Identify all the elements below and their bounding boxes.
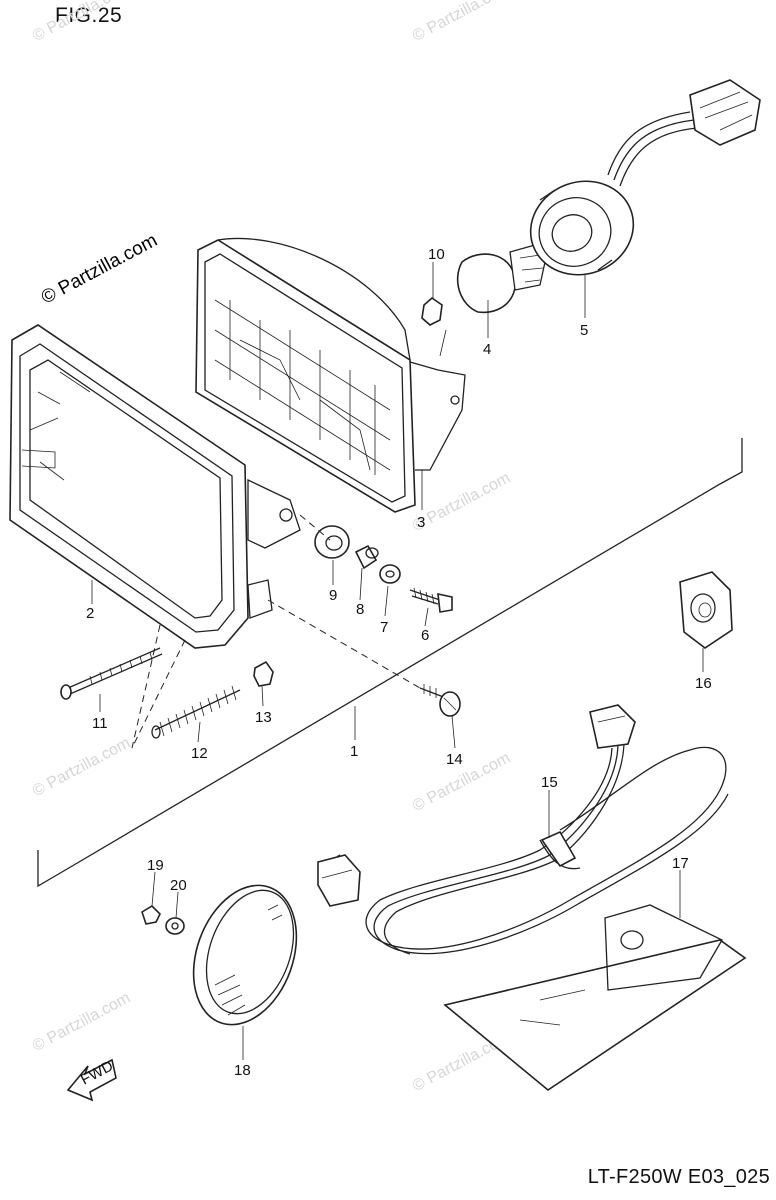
part-number: 20 <box>170 877 187 894</box>
part-number: 8 <box>356 601 364 618</box>
part-number: 16 <box>695 675 712 692</box>
part-number: 9 <box>329 587 337 604</box>
part-8-collar <box>354 544 379 570</box>
part-number: 11 <box>92 715 108 732</box>
part-9-grommet <box>314 525 350 559</box>
part-7-washer <box>379 564 401 584</box>
part-3-headlight-body <box>195 237 466 513</box>
part-17-bag <box>443 904 747 1091</box>
part-number: 7 <box>380 619 388 636</box>
part-number: 5 <box>580 322 588 339</box>
part-11-bolt <box>60 647 163 700</box>
leader-lines <box>131 514 421 749</box>
part-number: 3 <box>417 514 425 531</box>
part-6-bolt <box>409 587 453 613</box>
part-number: 17 <box>672 855 689 872</box>
number-leaders <box>91 262 704 1060</box>
part-number: 13 <box>255 709 272 726</box>
part-number: 15 <box>541 774 558 791</box>
part-number-labels: 10 4 5 3 2 9 8 7 6 11 12 13 14 1 16 15 1… <box>86 246 712 1079</box>
figure-title: FIG.25 <box>55 4 123 27</box>
part-12-spring <box>151 685 241 739</box>
part-number: 12 <box>191 745 208 762</box>
part-number: 1 <box>350 743 358 760</box>
fwd-arrow: FWD <box>66 1057 117 1102</box>
part-number: 18 <box>234 1062 251 1079</box>
part-14-screw <box>419 684 461 717</box>
part-16-grommet <box>679 571 733 649</box>
part-number: 2 <box>86 605 94 622</box>
part-10-clip <box>421 296 447 357</box>
part-2-rim <box>9 324 301 649</box>
assembly-outline <box>37 438 743 888</box>
part-13-nut <box>253 660 274 687</box>
part-number: 14 <box>446 751 463 768</box>
part-19-nut <box>141 904 161 925</box>
model-code: LT-F250W E03_025 <box>587 1166 770 1188</box>
part-20-washer <box>165 917 185 935</box>
part-number: 6 <box>421 627 429 644</box>
part-number: 10 <box>428 246 445 263</box>
part-number: 19 <box>147 857 164 874</box>
part-number: 4 <box>483 341 491 358</box>
part-15-harness <box>317 704 729 955</box>
part-5-socket <box>529 79 761 276</box>
part-18-cover <box>192 884 298 1026</box>
